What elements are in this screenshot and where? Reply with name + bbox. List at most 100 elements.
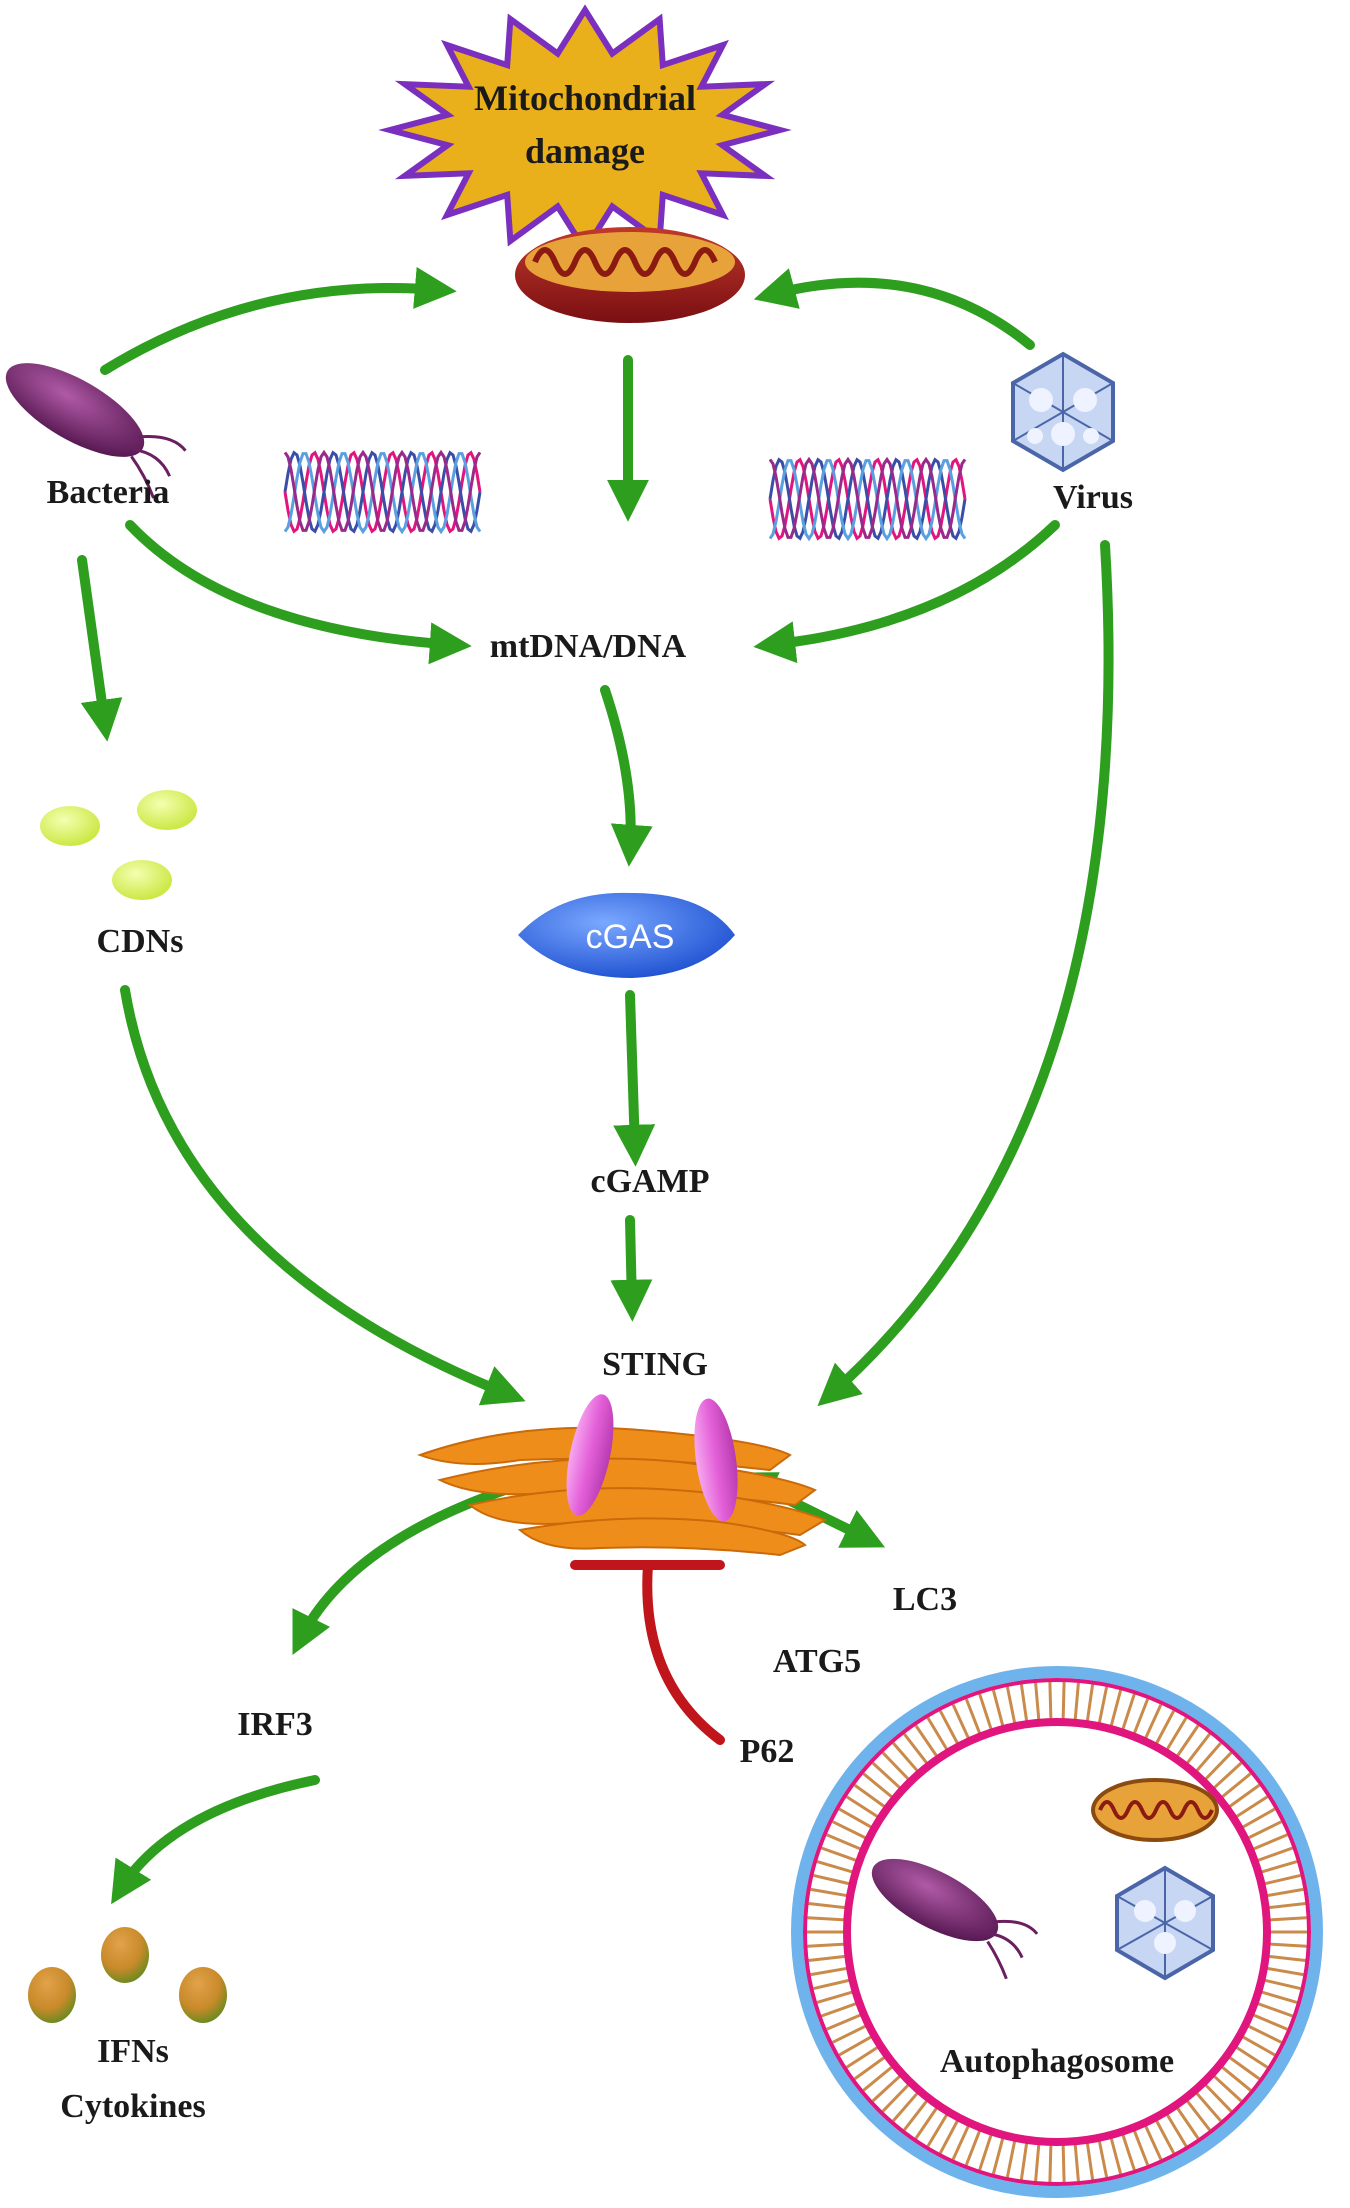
membrane-lipid [964, 1698, 982, 1735]
membrane-lipid [892, 2091, 920, 2122]
membrane-lipid [1246, 2024, 1282, 2044]
membrane-lipid [832, 2024, 868, 2044]
autophagosome-label: Autophagosome [940, 2043, 1174, 2080]
membrane-lipid [807, 1942, 846, 1948]
membrane-lipid [1109, 2136, 1123, 2175]
membrane-lipid [1143, 1703, 1163, 1740]
bacteria-icon [5, 363, 187, 499]
membrane-lipid [1175, 2106, 1200, 2140]
membrane-lipid [1267, 1902, 1306, 1910]
autophagosome: Autophagosome [791, 1666, 1323, 2198]
membrane-lipid [1143, 2124, 1163, 2161]
membrane-lipid [1194, 1742, 1222, 1773]
cgas-protein: cGAS [518, 892, 735, 978]
membrane-lipid [951, 2124, 971, 2161]
membrane-lipid [926, 2112, 949, 2147]
membrane-lipid [1121, 2133, 1136, 2171]
membrane-lipid [871, 2074, 902, 2103]
mito-damage-label-2: damage [525, 131, 645, 171]
membrane-lipid [1227, 2055, 1261, 2081]
membrane-lipid [1251, 1833, 1288, 1851]
membrane-lipid [826, 1833, 863, 1851]
membrane-lipid [810, 1966, 849, 1977]
membrane-lipid [1251, 2013, 1288, 2031]
membrane-lipid [1005, 2139, 1017, 2178]
membrane-lipid [1085, 1684, 1095, 1723]
membrane-lipid [808, 1954, 847, 1962]
membrane-lipid [892, 1742, 920, 1773]
membrane-lipid [816, 1860, 855, 1874]
membrane-lipid [1265, 1887, 1304, 1898]
er-golgi-membrane [417, 1426, 828, 1557]
membrane-lipid [1220, 1772, 1252, 1799]
membrane-lipid [820, 2001, 858, 2018]
membrane-lipid [1073, 2143, 1080, 2182]
membrane-lipid [1265, 1966, 1304, 1977]
membrane-lipid [1073, 1682, 1080, 1721]
membrane-lipid [1034, 2143, 1041, 2182]
irf3-label: IRF3 [237, 1706, 313, 1743]
membrane-lipid [1203, 2082, 1233, 2113]
membrane-lipid [1175, 1724, 1200, 1758]
membrane-lipid [1132, 1698, 1150, 1735]
dna-helix-left [283, 449, 482, 535]
membrane-lipid [903, 1733, 929, 1766]
membrane-lipid [926, 1717, 949, 1752]
cdn-molecules [40, 790, 197, 900]
membrane-lipid [1019, 1684, 1029, 1723]
membrane-lipid [1121, 1693, 1136, 1731]
engulfed-virus-icon [1115, 1865, 1215, 1981]
membrane-lipid [1154, 2118, 1176, 2154]
membrane-lipid [1259, 1990, 1298, 2004]
dna-helix-right [768, 456, 967, 542]
cdns-label: CDNs [97, 923, 184, 960]
membrane-lipid [1256, 1846, 1294, 1863]
mitochondrial-damage-burst: Mitochondrial damage [378, 4, 792, 256]
activation-arrows [77, 266, 1114, 1905]
membrane-lipid [1165, 1717, 1188, 1752]
virus-label: Virus [1053, 479, 1133, 516]
membrane-lipid [938, 2118, 960, 2154]
dna-strand [283, 450, 482, 534]
membrane-lipid [1165, 2112, 1188, 2147]
membrane-lipid [838, 2034, 874, 2057]
membrane-lipid [951, 1703, 971, 1740]
membrane-lipid [1263, 1978, 1301, 1991]
ifn-molecules [28, 1927, 227, 2023]
membrane-lipid [1097, 2139, 1109, 2178]
membrane-lipid [820, 1846, 858, 1863]
membrane-lipid [1203, 1751, 1233, 1782]
membrane-lipid [1240, 1807, 1276, 1830]
bacteria-label: Bacteria [47, 474, 170, 511]
membrane-lipid [871, 1761, 902, 1790]
sting-dimer [566, 1394, 738, 1522]
membrane-lipid [813, 1873, 851, 1886]
membrane-lipid [1005, 1686, 1017, 1725]
membrane-lipid [808, 1902, 847, 1910]
membrane-lipid [845, 2045, 880, 2069]
membrane-lipid [914, 1724, 939, 1758]
virus-icon [1011, 351, 1115, 473]
membrane-lipid [978, 2133, 993, 2171]
membrane-lipid [826, 2013, 863, 2031]
mitochondrion-icon [515, 227, 745, 323]
ifns-label: IFNs [97, 2033, 169, 2070]
membrane-lipid [1019, 2141, 1029, 2180]
membrane-lipid [1194, 2091, 1222, 2122]
membrane-lipid [807, 1916, 846, 1922]
sting-label: STING [602, 1346, 708, 1383]
membrane-lipid [991, 2136, 1005, 2175]
membrane-lipid [1234, 1795, 1269, 1819]
lc3-label: LC3 [893, 1581, 957, 1618]
membrane-lipid [1268, 1942, 1307, 1948]
membrane-lipid [1212, 2074, 1243, 2103]
cytokines-label: Cytokines [60, 2088, 205, 2125]
atg5-label: ATG5 [773, 1643, 861, 1680]
membrane-lipid [1109, 1689, 1123, 1728]
membrane-lipid [1185, 1733, 1211, 1766]
membrane-lipid [832, 1820, 868, 1840]
p62-inhibition [570, 1560, 725, 1745]
dna-strand [768, 457, 967, 541]
membrane-lipid [853, 2055, 887, 2081]
